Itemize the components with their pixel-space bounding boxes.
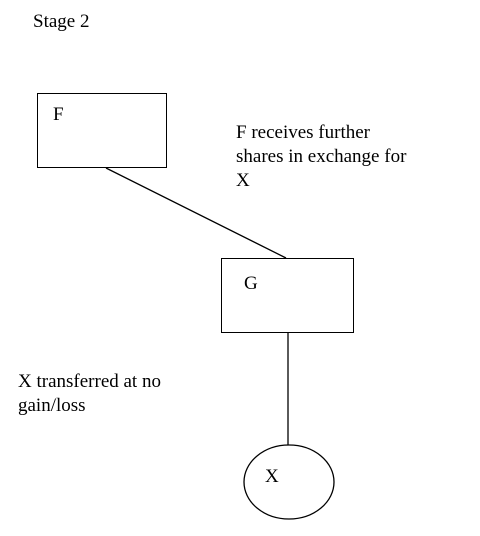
node-x-label: X [265,466,279,487]
node-f-label: F [53,104,64,125]
node-f: F [37,93,167,168]
annotation-f-receives: F receives further shares in exchange fo… [236,122,407,191]
node-g: G [221,258,354,333]
stage-title: Stage 2 [33,11,90,32]
annotation-x-transferred: X transferred at no gain/loss [18,371,161,416]
node-x-circle [243,444,335,520]
connector-f-to-g [105,167,287,259]
node-g-label: G [244,273,258,294]
